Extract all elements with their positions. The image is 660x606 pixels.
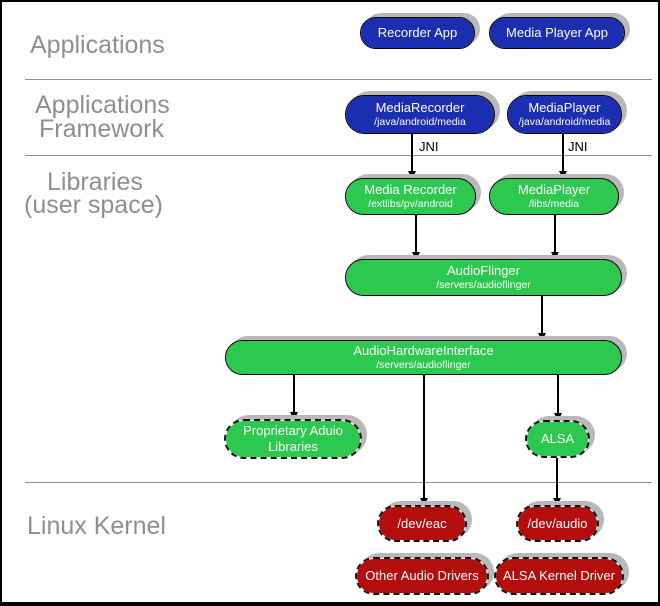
layer-label-applications: Applications — [30, 31, 165, 59]
layer-label-framework-line1: Applications — [35, 91, 170, 119]
node-mediarecorder-framework: MediaRecorder /java/android/media — [345, 95, 495, 134]
node-recorder-app: Recorder App — [360, 17, 475, 49]
node-proprietary-audio-libraries: Proprietary Aduio Libraries — [224, 419, 362, 459]
arrow-mediarecorder-to-audioflinger — [411, 215, 420, 260]
node-audiohardwareinterface: AudioHardwareInterface /servers/audiofli… — [225, 340, 622, 375]
node-audioflinger: AudioFlinger /servers/audioflinger — [345, 259, 622, 296]
node-title: AudioHardwareInterface — [353, 343, 494, 359]
arrow-ahi-to-alsa — [553, 375, 562, 421]
layer-label-libraries-line1: Libraries — [47, 168, 143, 196]
arrowhead-icon — [289, 412, 298, 420]
node-path: /java/android/media — [374, 116, 466, 128]
node-path: /servers/audioflinger — [376, 359, 471, 371]
node-path: /java/android/media — [518, 116, 611, 128]
arrowhead-icon — [419, 498, 428, 506]
arrow-mediaplayer-jni — [558, 134, 567, 179]
node-title: Other Audio Drivers — [365, 568, 479, 584]
node-title: /dev/eac — [397, 515, 447, 531]
divider-libraries-kernel — [25, 482, 652, 483]
node-media-recorder-lib: Media Recorder /extlibs/pv/android — [345, 178, 476, 215]
arrowhead-icon — [558, 171, 567, 179]
node-mediaplayer-framework: MediaPlayer /java/android/media — [507, 95, 622, 134]
node-other-audio-drivers: Other Audio Drivers — [355, 557, 489, 595]
node-title: AudioFlinger — [447, 263, 520, 279]
node-path: /libs/media — [528, 198, 580, 210]
node-path: /servers/audioflinger — [436, 279, 531, 291]
layer-label-linux-kernel: Linux Kernel — [27, 512, 166, 540]
node-title: ALSA Kernel Driver — [503, 568, 615, 584]
divider-framework-libraries — [25, 155, 652, 156]
arrow-audioflinger-to-ahi — [537, 296, 546, 341]
node-title: /dev/audio — [527, 515, 588, 531]
node-title: Recorder App — [377, 25, 458, 41]
layer-label-libraries-line2: (user space) — [24, 191, 163, 219]
node-title: Media Player App — [506, 25, 608, 41]
layer-label-framework-line2: Framework — [39, 115, 165, 143]
node-title: MediaRecorder — [375, 100, 465, 116]
arrowhead-icon — [407, 171, 416, 179]
node-alsa: ALSA — [525, 420, 590, 458]
node-media-player-app: Media Player App — [489, 17, 625, 49]
node-alsa-kernel-driver: ALSA Kernel Driver — [494, 557, 624, 595]
arrow-ahi-to-proprietary — [289, 375, 298, 420]
node-title-line2: Libraries — [268, 439, 318, 454]
node-title: MediaPlayer — [517, 182, 591, 198]
jni-label-right: JNI — [568, 139, 588, 154]
node-title: ALSA — [540, 431, 575, 447]
node-dev-eac: /dev/eac — [377, 505, 467, 542]
node-title: MediaPlayer — [528, 100, 601, 116]
arrowhead-icon — [553, 413, 562, 421]
arrowhead-icon — [550, 252, 559, 260]
node-title: Proprietary Aduio — [243, 423, 343, 439]
node-path: /extlibs/pv/android — [368, 198, 453, 210]
node-title: Media Recorder — [364, 182, 457, 198]
arrow-alsa-to-dev-audio — [552, 458, 561, 506]
arrow-mediarecorder-jni — [407, 134, 416, 179]
divider-applications-framework — [25, 79, 652, 80]
arrow-mediaplayer-to-audioflinger — [550, 215, 559, 260]
arrowhead-icon — [537, 333, 546, 341]
jni-label-left: JNI — [419, 139, 439, 154]
node-dev-audio: /dev/audio — [516, 505, 599, 542]
arrow-ahi-to-dev-eac — [419, 375, 428, 506]
arrowhead-icon — [411, 252, 420, 260]
arrowhead-icon — [552, 498, 561, 506]
node-mediaplayer-lib: MediaPlayer /libs/media — [489, 178, 619, 215]
